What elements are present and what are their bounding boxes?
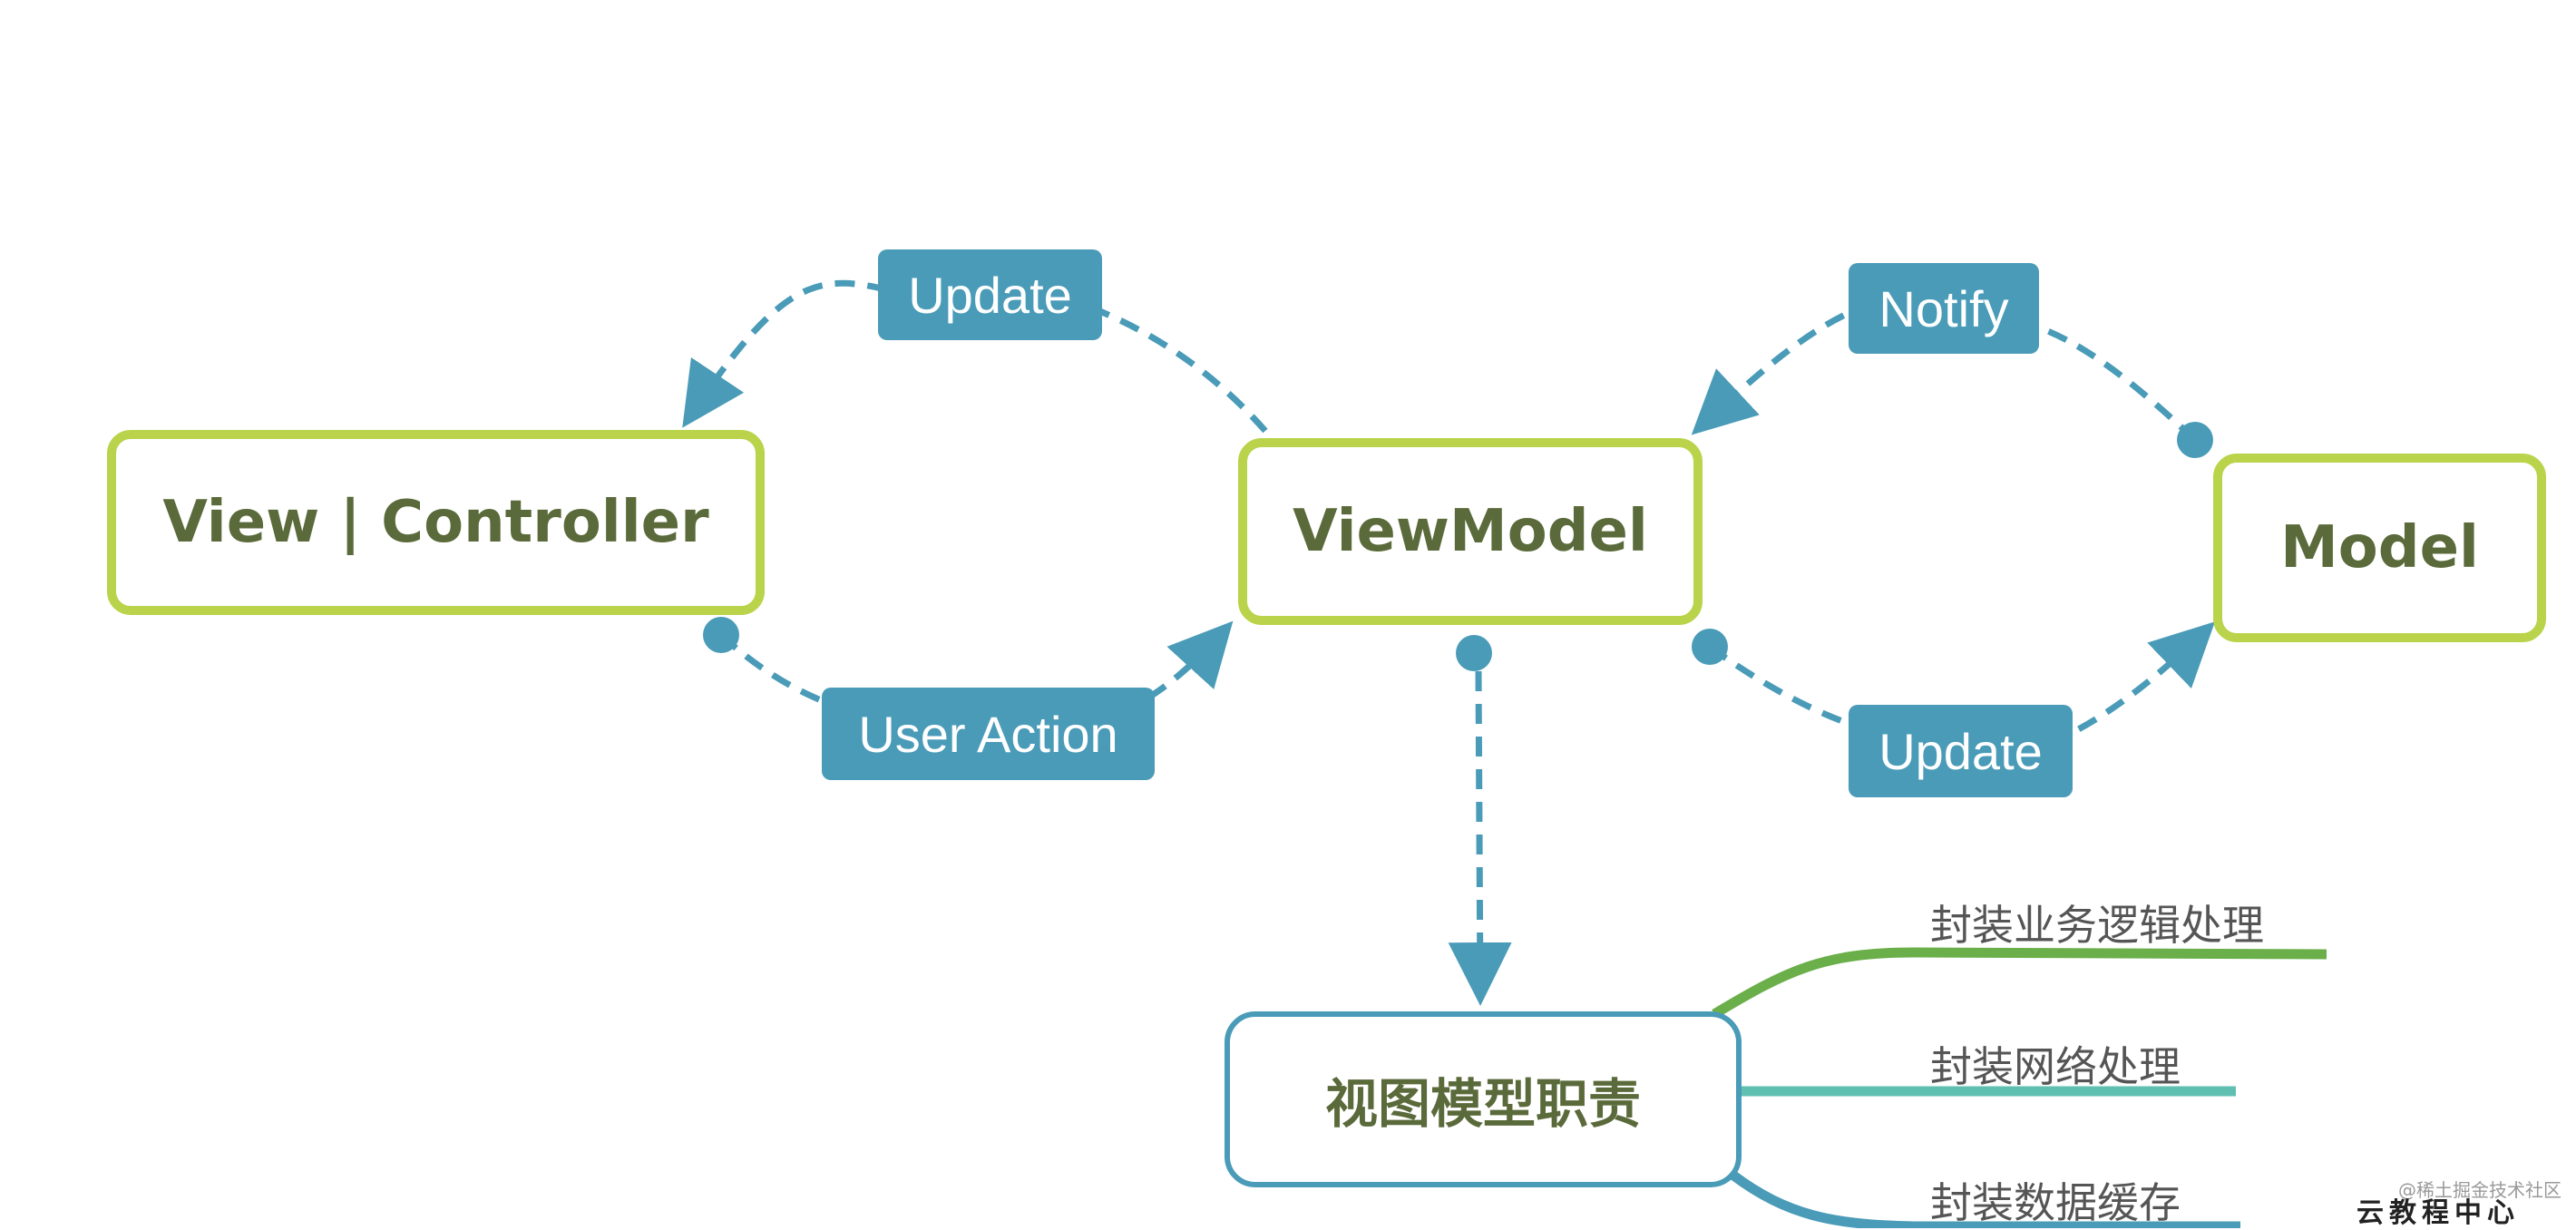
viewmodel-label: ViewModel (1293, 498, 1648, 565)
model-node: Model (2213, 454, 2546, 642)
responsibilities-label: 视图模型职责 (1324, 1073, 1641, 1135)
model-label: Model (2280, 514, 2479, 581)
view-controller-node: View | Controller (107, 430, 765, 615)
update-bottom-tag: Update (1849, 705, 2073, 797)
branch-1-label: 封装业务逻辑处理 (1930, 901, 2264, 950)
branch-1-line (1712, 947, 2327, 1019)
responsibility-connector (1448, 670, 1512, 1006)
notify-label: Notify (1878, 279, 2009, 337)
update-bottom-label: Update (1878, 722, 2043, 780)
brand-watermark: 云教程中心 (2356, 1197, 2520, 1229)
notify-tag: Notify (1849, 263, 2039, 354)
user-action-label: User Action (858, 705, 1118, 763)
user-action-connector (718, 620, 1234, 729)
update-top-tag: Update (878, 249, 1102, 340)
branch-3-label: 封装数据缓存 (1930, 1178, 2181, 1227)
source-watermark: @稀土掘金技术社区 (2398, 1179, 2561, 1201)
view-controller-label: View | Controller (162, 489, 709, 556)
branch-2-label: 封装网络处理 (1930, 1042, 2181, 1091)
responsibility-start-dot (1456, 635, 1492, 671)
user-action-tag: User Action (822, 688, 1155, 780)
viewmodel-node: ViewModel (1238, 438, 1703, 625)
branch-3-line (1729, 1170, 2240, 1228)
update-top-label: Update (908, 266, 1072, 324)
responsibilities-node: 视图模型职责 (1225, 1011, 1742, 1187)
